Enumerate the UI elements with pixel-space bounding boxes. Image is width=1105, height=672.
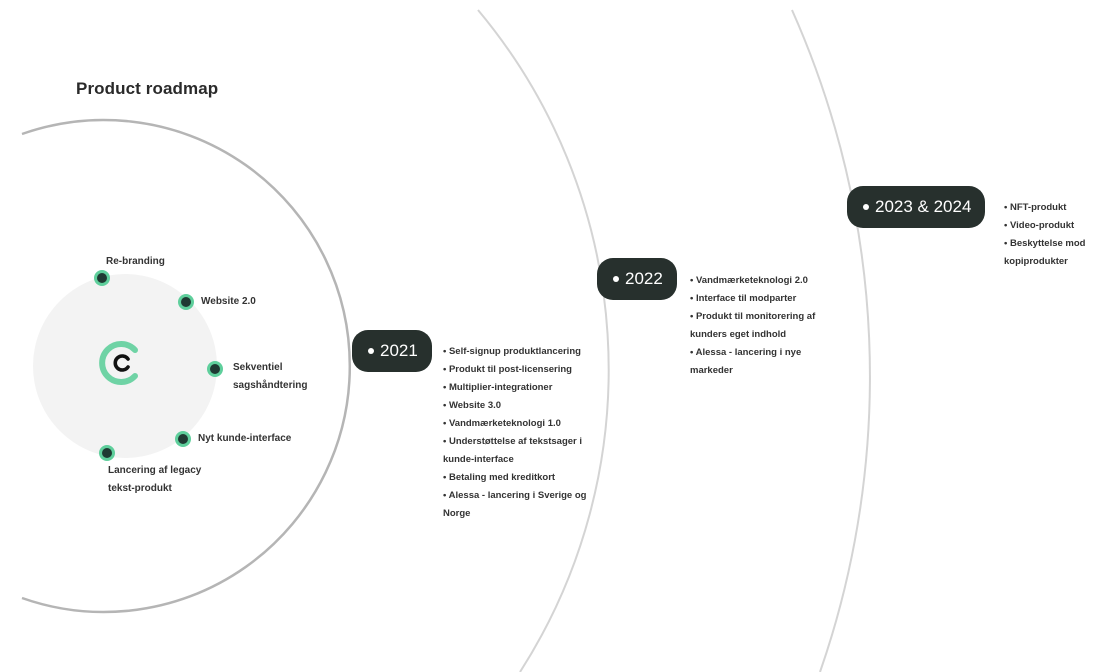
list-item: Understøttelse af tekstsager i kunde-int…: [443, 433, 603, 469]
phase-2021-pill: 2021: [352, 330, 432, 372]
phase-2021-list: Self-signup produktlancering Produkt til…: [443, 343, 603, 523]
page-title: Product roadmap: [76, 79, 219, 98]
milestone-label: Website 2.0: [201, 296, 256, 307]
list-item: Produkt til post-licensering: [443, 361, 603, 379]
list-item: Multiplier-integrationer: [443, 379, 603, 397]
milestone-sekventiel: Sekventiel sagshåndtering: [233, 362, 308, 391]
phase-2023-2024-year: 2023 & 2024: [875, 197, 972, 216]
inner-circle: [33, 274, 217, 458]
phase-2021-year: 2021: [380, 341, 418, 360]
list-item: Alessa - lancering i nye markeder: [690, 344, 835, 380]
list-item: Betaling med kreditkort: [443, 469, 603, 487]
milestone-dot: [97, 273, 107, 283]
phase-2023-2024-list: NFT-produkt Video-produkt Beskyttelse mo…: [1004, 199, 1100, 271]
list-item: Video-produkt: [1004, 217, 1100, 235]
milestone-legacy: Lancering af legacy tekst-produkt: [108, 465, 202, 494]
list-item: Vandmærketeknologi 2.0: [690, 272, 835, 290]
list-item: Beskyttelse mod kopiprodukter: [1004, 235, 1100, 271]
milestone-dot: [102, 448, 112, 458]
ring-2023: [791, 9, 871, 672]
phase-2023-2024-pill: 2023 & 2024: [847, 186, 986, 228]
milestone-dot: [210, 364, 220, 374]
list-item: Self-signup produktlancering: [443, 343, 603, 361]
ring-2022: [477, 9, 610, 672]
milestone-nyt-kunde-interface: Nyt kunde-interface: [178, 430, 291, 448]
milestone-label: Nyt kunde-interface: [198, 433, 292, 444]
list-item: Produkt til monitorering af kunders eget…: [690, 308, 835, 344]
phase-2022-list: Vandmærketeknologi 2.0 Interface til mod…: [690, 272, 835, 380]
phase-2022-year: 2022: [625, 269, 663, 288]
list-item: Vandmærketeknologi 1.0: [443, 415, 603, 433]
list-item: Alessa - lancering i Sverige og Norge: [443, 487, 603, 523]
list-item: NFT-produkt: [1004, 199, 1100, 217]
ring-2021: [21, 118, 352, 614]
list-item: Website 3.0: [443, 397, 603, 415]
phase-2022-pill: 2022: [597, 258, 677, 300]
milestone-website-2: Website 2.0: [181, 293, 256, 311]
milestone-rebranding: Re-branding: [106, 256, 165, 267]
list-item: Interface til modparter: [690, 290, 835, 308]
c-logo-icon: [99, 341, 138, 385]
